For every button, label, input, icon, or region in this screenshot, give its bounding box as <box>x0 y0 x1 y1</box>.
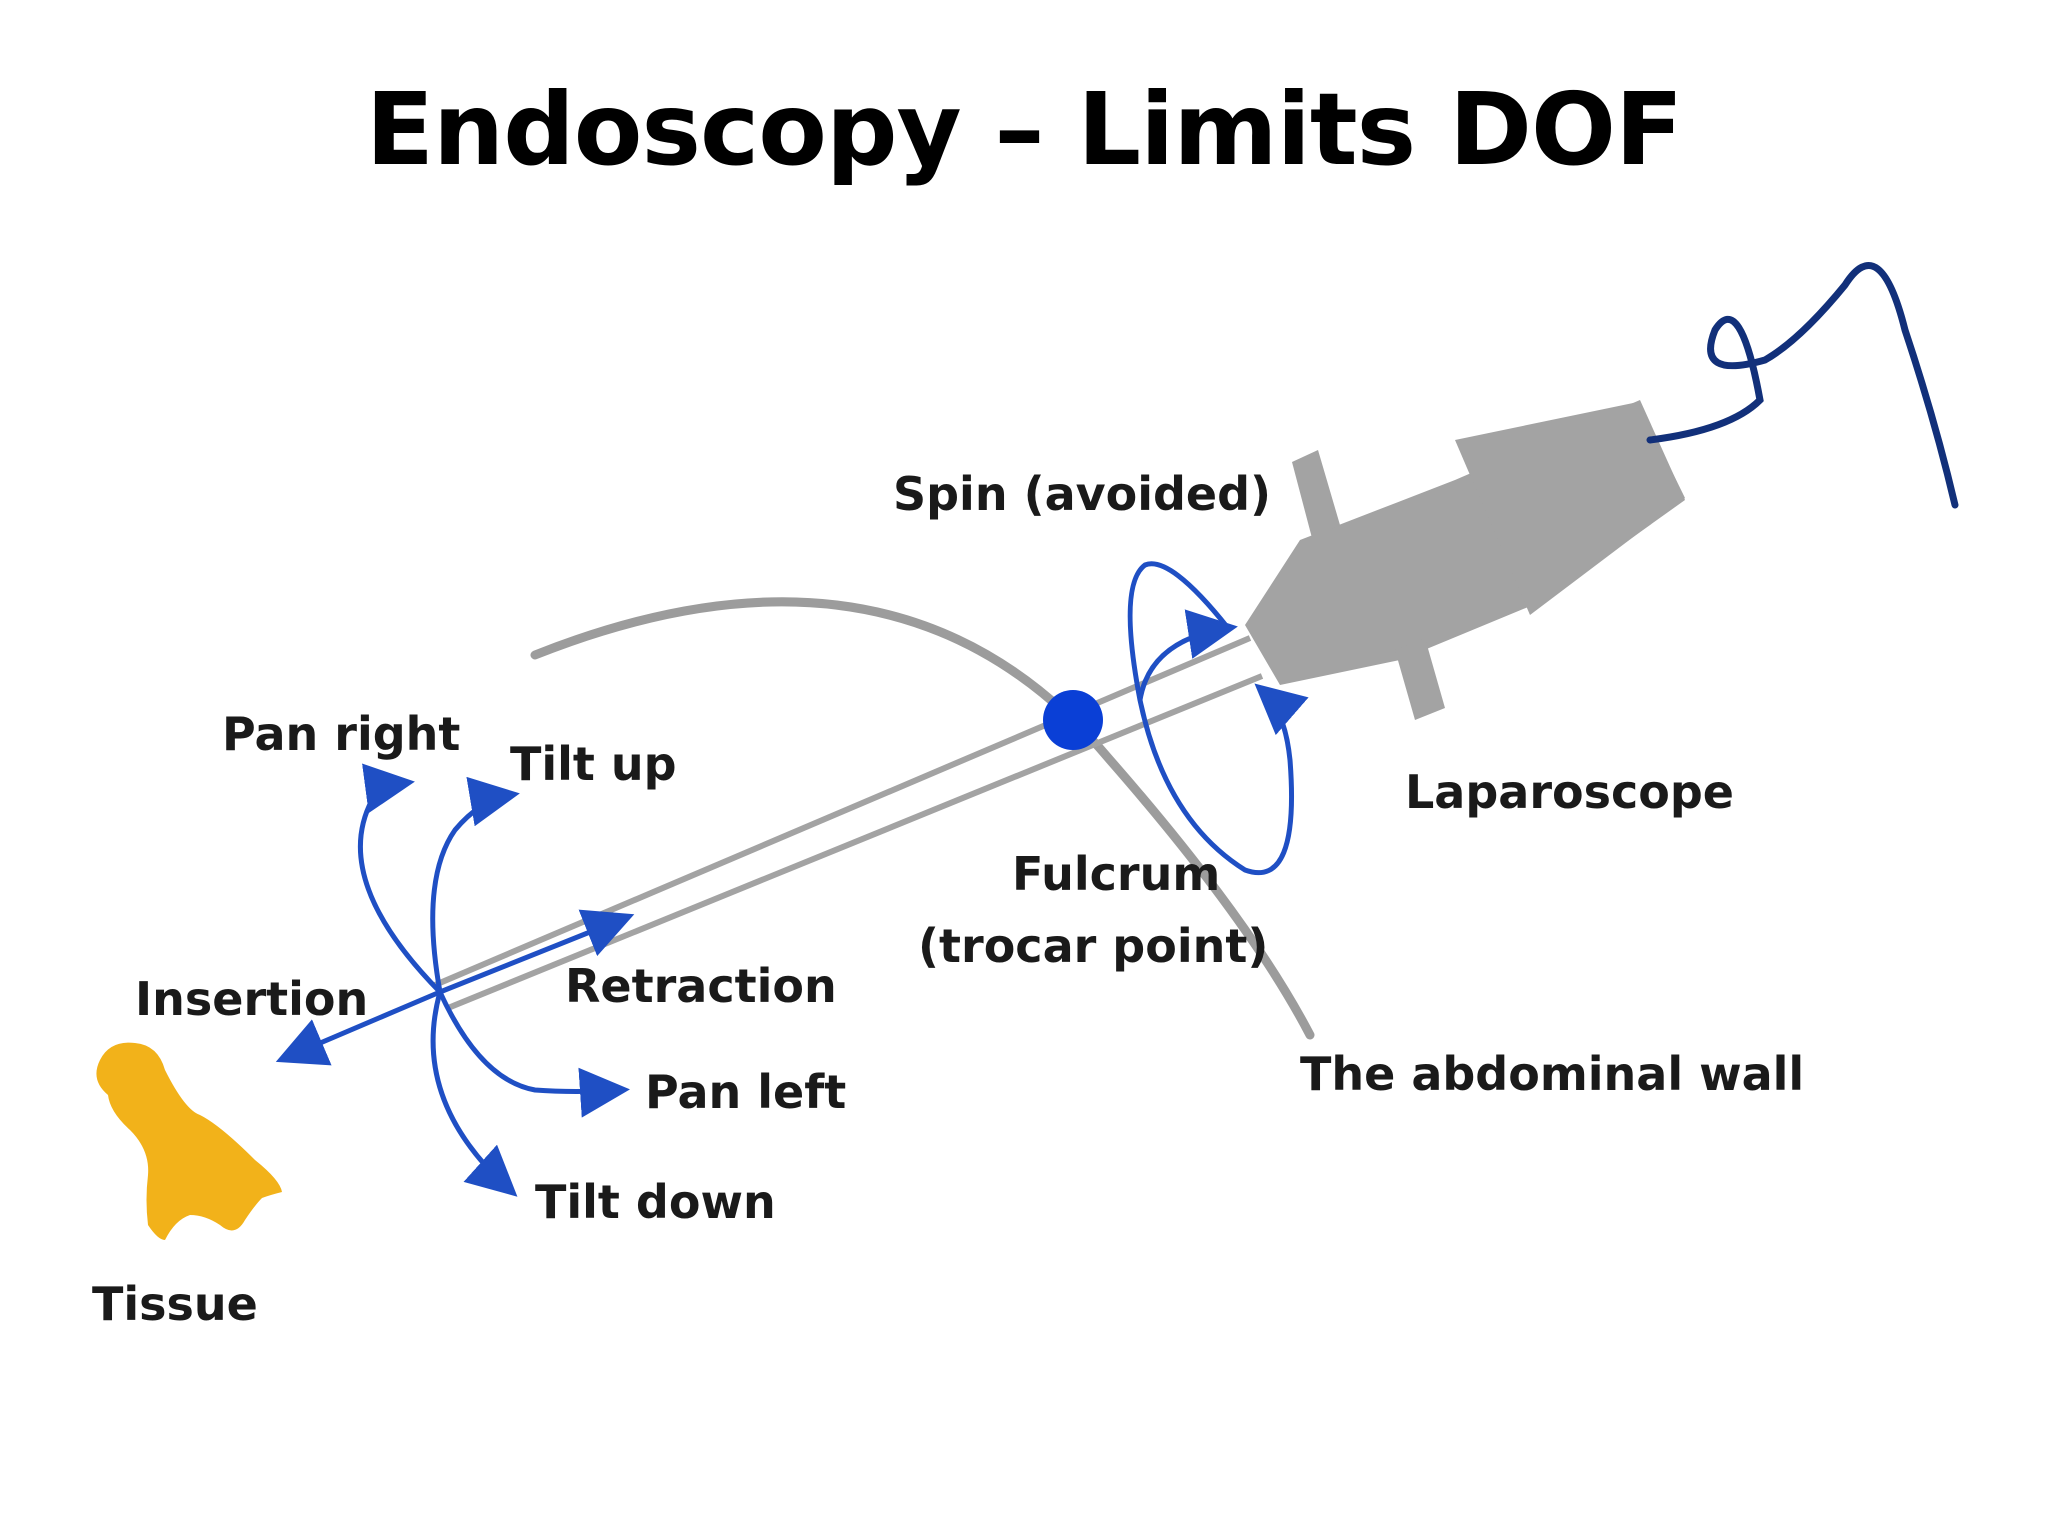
tilt-up-label: Tilt up <box>510 737 677 791</box>
spin-arrow-icon <box>1127 561 1309 876</box>
abdominal-wall-label: The abdominal wall <box>1300 1047 1804 1101</box>
pan-left-arrow-icon <box>437 990 630 1118</box>
laparoscope-cable <box>1646 262 1959 509</box>
fulcrum-point <box>1043 690 1103 750</box>
tilt-down-label: Tilt down <box>535 1175 776 1229</box>
tilt-up-arrow-icon <box>430 776 520 993</box>
insertion-label: Insertion <box>135 972 368 1026</box>
pan-right-label: Pan right <box>222 707 460 761</box>
pan-right-arrow-icon <box>358 763 442 994</box>
tilt-down-arrow-icon <box>430 991 518 1197</box>
slide-title: Endoscopy – Limits DOF <box>365 71 1684 188</box>
pan-left-label: Pan left <box>645 1065 846 1119</box>
fulcrum-label: Fulcrum <box>1012 847 1220 901</box>
retraction-label: Retraction <box>565 959 837 1013</box>
dof-arrows <box>275 763 635 1197</box>
retraction-arrow-icon <box>439 909 635 995</box>
tissue-shape <box>96 1042 282 1240</box>
laparoscope-label: Laparoscope <box>1405 765 1734 819</box>
trocar-point-label: (trocar point) <box>918 919 1268 973</box>
laparoscope-body <box>1245 400 1685 720</box>
tissue-label: Tissue <box>92 1277 258 1331</box>
insertion-arrow-icon <box>275 989 441 1066</box>
spin-label: Spin (avoided) <box>893 467 1271 521</box>
